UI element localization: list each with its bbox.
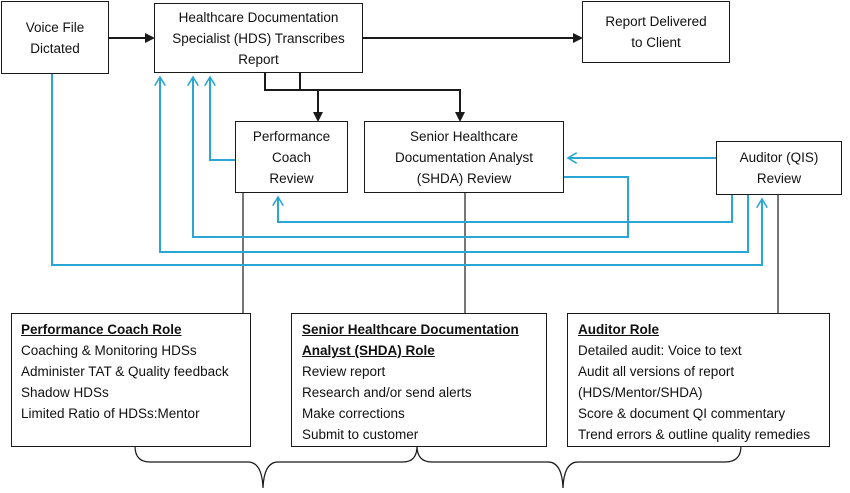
role-performance-coach-title: Performance Coach Role [21,322,182,337]
role-performance-coach: Performance Coach Role Coaching & Monito… [11,313,251,447]
role-performance-coach-item: Coaching & Monitoring HDSs [21,343,197,358]
role-shda-item: Review report [302,364,386,379]
role-shda: Senior Healthcare Documentation Analyst … [291,313,547,447]
role-shda-item: Submit to customer [302,427,419,442]
node-report-delivered: Report Delivered to Client [582,1,730,63]
node-shda-line-2: Documentation Analyst [394,149,534,165]
node-shda: Senior Healthcare Documentation Analyst … [364,121,564,193]
role-shda-item: Research and/or send alerts [302,385,472,400]
bottom-brace [134,445,742,489]
node-performance-coach-line-1: Performance [252,128,331,144]
node-performance-coach: Performance Coach Review [235,121,348,193]
node-hds-line-1: Healthcare Documentation [178,9,339,25]
node-performance-coach-line-2: Coach [271,149,312,165]
node-report-delivered-line-2: to Client [631,35,681,50]
feedback-shda-to-hds [193,77,629,238]
role-auditor-item: Score & document QI commentary [578,406,786,421]
feedback-auditor-to-coach [278,194,733,223]
role-auditor-item: (HDS/Mentor/SHDA) [578,385,703,400]
role-performance-coach-item: Limited Ratio of HDSs:Mentor [21,406,200,421]
node-shda-line-1: Senior Healthcare [409,128,519,144]
role-auditor-item: Audit all versions of report [578,364,735,379]
feedback-voice-to-auditor [51,74,762,266]
node-voice-file-line-2: Dictated [30,40,80,56]
role-shda-title-line-2: Analyst (SHDA) Role [302,343,435,358]
node-auditor-line-1: Auditor (QIS) [739,150,819,165]
role-performance-coach-item: Administer TAT & Quality feedback [21,364,229,379]
arrow-hds-to-coach [264,73,323,122]
node-voice-file-line-1: Voice File [25,19,85,35]
role-auditor-item: Trend errors & outline quality remedies [578,427,811,442]
node-hds: Healthcare Documentation Specialist (HDS… [154,3,363,73]
node-hds-line-2: Specialist (HDS) Transcribes [172,30,345,46]
node-voice-file: Voice File Dictated [1,1,109,74]
node-hds-line-3: Report [238,51,279,67]
feedback-coach-to-hds [210,77,235,161]
node-report-delivered-line-1: Report Delivered [605,14,707,29]
node-auditor-line-2: Review [756,171,802,186]
node-auditor: Auditor (QIS) Review [716,141,842,195]
role-auditor-title: Auditor Role [578,322,659,337]
role-performance-coach-item: Shadow HDSs [21,385,109,400]
role-shda-item: Make corrections [302,406,405,421]
node-shda-line-3: (SHDA) Review [416,170,512,186]
node-performance-coach-line-3: Review [269,170,314,186]
role-auditor: Auditor Role Detailed audit: Voice to te… [567,313,830,447]
role-shda-title-line-1: Senior Healthcare Documentation [302,322,519,337]
arrow-hds-to-shda [299,73,465,122]
feedback-auditor-to-hds [160,77,749,253]
role-auditor-item: Detailed audit: Voice to text [578,343,742,358]
